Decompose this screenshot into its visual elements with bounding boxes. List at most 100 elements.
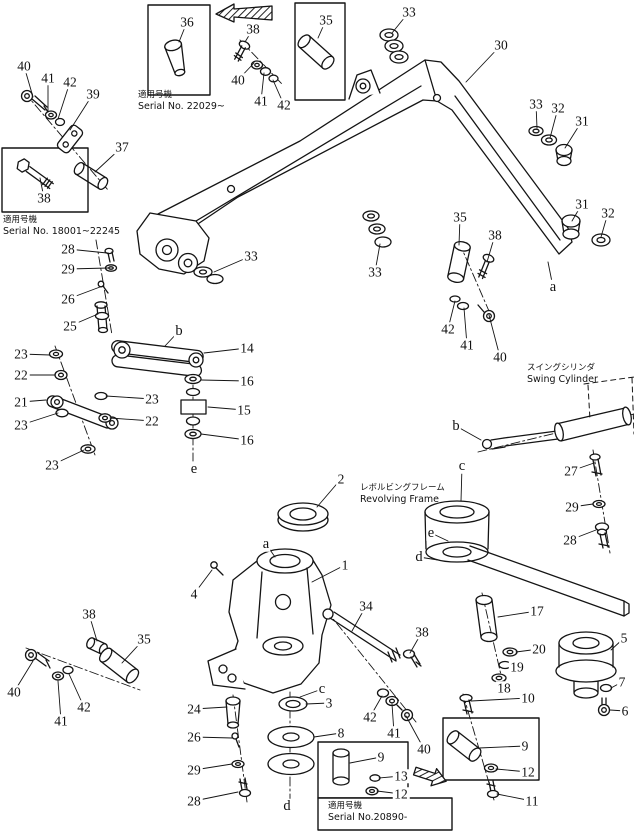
note-en: Serial No.20890-: [328, 812, 408, 824]
part-callout-42: 42: [439, 321, 457, 337]
part-callout-35: 35: [451, 209, 469, 225]
part-callout-37: 37: [113, 139, 131, 155]
part-callout-42: 42: [275, 97, 293, 113]
part-callout-23: 23: [12, 417, 30, 433]
note-swing-cylinder: スイングシリンダ Swing Cylinder: [527, 363, 598, 386]
part-callout-8: 8: [336, 725, 346, 741]
part-callout-25: 25: [61, 318, 79, 334]
part-callout-33: 33: [527, 96, 545, 112]
ref-letter-b: b: [173, 322, 185, 339]
part-callout-41: 41: [385, 725, 403, 741]
part-callout-22: 22: [143, 413, 161, 429]
part-callout-29: 29: [185, 762, 203, 778]
part-callout-30: 30: [492, 37, 510, 53]
note-jp: 適用号機: [3, 215, 38, 225]
part-callout-23: 23: [143, 391, 161, 407]
note-serial-22029: 適用号機 Serial No. 22029~: [138, 90, 225, 113]
hatched-arrow-left: [215, 3, 273, 23]
part-callout-4: 4: [189, 586, 199, 602]
note-jp: 適用号機: [328, 801, 363, 811]
part-callout-17: 17: [528, 603, 546, 619]
part-callout-42: 42: [361, 709, 379, 725]
part-callout-26: 26: [59, 291, 77, 307]
part-callout-23: 23: [43, 457, 61, 473]
ref-letter-d: d: [413, 548, 425, 565]
ref-letter-c: c: [457, 457, 467, 474]
part-callout-12: 12: [392, 786, 410, 802]
part-callout-10: 10: [519, 690, 537, 706]
part-callout-16: 16: [238, 373, 256, 389]
ref-letter-b: b: [450, 417, 462, 434]
ref-letter-e: e: [189, 460, 199, 477]
part-callout-36: 36: [178, 14, 196, 30]
part-callout-29: 29: [59, 261, 77, 277]
part-callout-7: 7: [617, 674, 627, 690]
ref-letter-a: a: [261, 535, 271, 552]
part-callout-38: 38: [486, 227, 504, 243]
note-jp: スイングシリンダ: [527, 363, 596, 373]
part-callout-9: 9: [520, 738, 530, 754]
swing-cylinder-drawing: [481, 376, 634, 450]
part-callout-33: 33: [366, 264, 384, 280]
part-callout-31: 31: [573, 196, 591, 212]
part-callout-1: 1: [340, 557, 350, 573]
note-en: Revolving Frame: [360, 494, 440, 506]
part-callout-41: 41: [39, 70, 57, 86]
revolving-frame-drawing: [424, 500, 630, 617]
part-callout-42: 42: [61, 74, 79, 90]
part-callout-38: 38: [80, 606, 98, 622]
part-callout-41: 41: [52, 713, 70, 729]
ref-letter-e: e: [426, 524, 436, 541]
part-callout-32: 32: [549, 100, 567, 116]
part-callout-28: 28: [185, 793, 203, 809]
part-callout-16: 16: [238, 432, 256, 448]
part-callout-6: 6: [620, 703, 630, 719]
part-callout-33: 33: [242, 248, 260, 264]
box-contents: [16, 34, 500, 799]
part-callout-12: 12: [519, 764, 537, 780]
rod-34: [322, 608, 422, 722]
part-callout-22: 22: [12, 367, 30, 383]
part-callout-40: 40: [491, 349, 509, 365]
part-callout-33: 33: [400, 4, 418, 20]
note-en: Serial No. 22029~: [138, 101, 225, 113]
note-revolving-frame: レボルビングフレーム Revolving Frame: [360, 483, 445, 506]
top-middle-fasteners: [233, 40, 279, 83]
note-en: Swing Cylinder: [527, 374, 598, 386]
washer-stacks-top: [362, 28, 611, 248]
note-en: Serial No. 18001~22245: [3, 226, 121, 238]
right-column-fasteners: [589, 453, 610, 549]
part-callout-35: 35: [135, 631, 153, 647]
part-callout-28: 28: [561, 532, 579, 548]
part-callout-11: 11: [524, 793, 540, 809]
part-callout-14: 14: [238, 340, 256, 356]
boom-foot: [136, 212, 224, 285]
part-callout-26: 26: [185, 729, 203, 745]
part-callout-35: 35: [317, 12, 335, 28]
part-callout-24: 24: [185, 701, 203, 717]
part-callout-39: 39: [84, 86, 102, 102]
part-callout-41: 41: [458, 337, 476, 353]
note-serial-18001: 適用号機 Serial No. 18001~22245: [3, 215, 120, 238]
part-callout-41: 41: [252, 93, 270, 109]
bottom-left-fasteners: [24, 637, 140, 684]
part-callout-13: 13: [392, 768, 410, 784]
part-callout-2: 2: [336, 471, 346, 487]
part-callout-40: 40: [5, 684, 23, 700]
part-callout-32: 32: [599, 205, 617, 221]
part-callout-18: 18: [495, 680, 513, 696]
ref-letter-d: d: [281, 797, 293, 814]
note-serial-20890: 適用号機 Serial No.20890-: [328, 801, 407, 824]
part-callout-23: 23: [12, 346, 30, 362]
part-callout-40: 40: [229, 72, 247, 88]
part-callout-38: 38: [244, 21, 262, 37]
part-callout-38: 38: [35, 190, 53, 206]
part-callout-28: 28: [59, 241, 77, 257]
ref-letter-c: c: [317, 680, 327, 697]
part-callout-9: 9: [376, 749, 386, 765]
part-callout-5: 5: [619, 630, 629, 646]
part-callout-27: 27: [562, 463, 580, 479]
swing-bracket: [207, 502, 332, 694]
part-callout-19: 19: [508, 659, 526, 675]
